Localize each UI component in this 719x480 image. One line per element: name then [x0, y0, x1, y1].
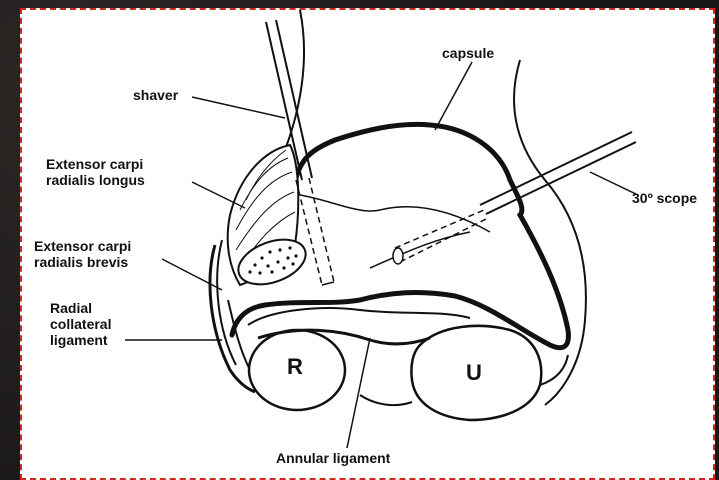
ulna-letter: U [466, 360, 482, 386]
ecrb-label: Extensor carpi radialis brevis [34, 238, 169, 270]
ecrl-label: Extensor carpi radialis longus [46, 156, 186, 188]
radius-letter: R [287, 354, 303, 380]
joint-curve-3 [370, 232, 470, 268]
annular-ligament-label: Annular ligament [276, 450, 390, 466]
joint-curve-1 [248, 308, 470, 325]
capsule-label: capsule [442, 45, 494, 61]
shaver-label: shaver [133, 87, 178, 103]
scope-instrument [393, 132, 636, 264]
rcl-label: Radial collateral ligament [50, 300, 130, 348]
scope-label: 30º scope [632, 190, 697, 206]
joint-curve-2 [300, 195, 490, 232]
